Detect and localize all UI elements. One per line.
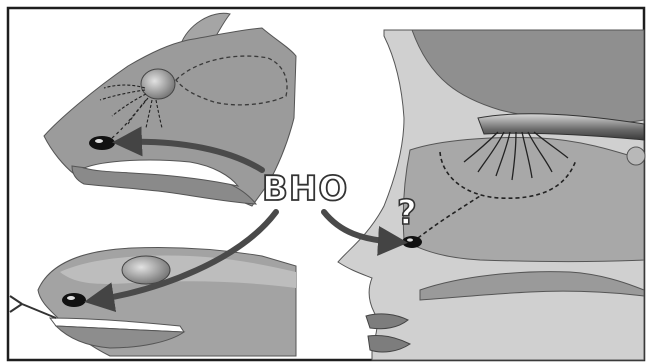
center-label: ВНО [262, 169, 348, 209]
snake-eye-region [122, 256, 170, 284]
human-knob [627, 147, 645, 165]
rodent-vno [89, 136, 115, 150]
human-vno-highlight [407, 238, 413, 241]
human-nasal-cavity [403, 138, 644, 262]
human-vno [402, 236, 422, 248]
unknown-marker: ? [397, 193, 417, 233]
rodent-head [44, 13, 296, 206]
snake-head [10, 247, 296, 356]
snake-vno [62, 293, 86, 307]
rodent-vno-highlight [95, 139, 103, 143]
human-head: ? [338, 30, 645, 360]
snake-vno-highlight [67, 296, 75, 300]
